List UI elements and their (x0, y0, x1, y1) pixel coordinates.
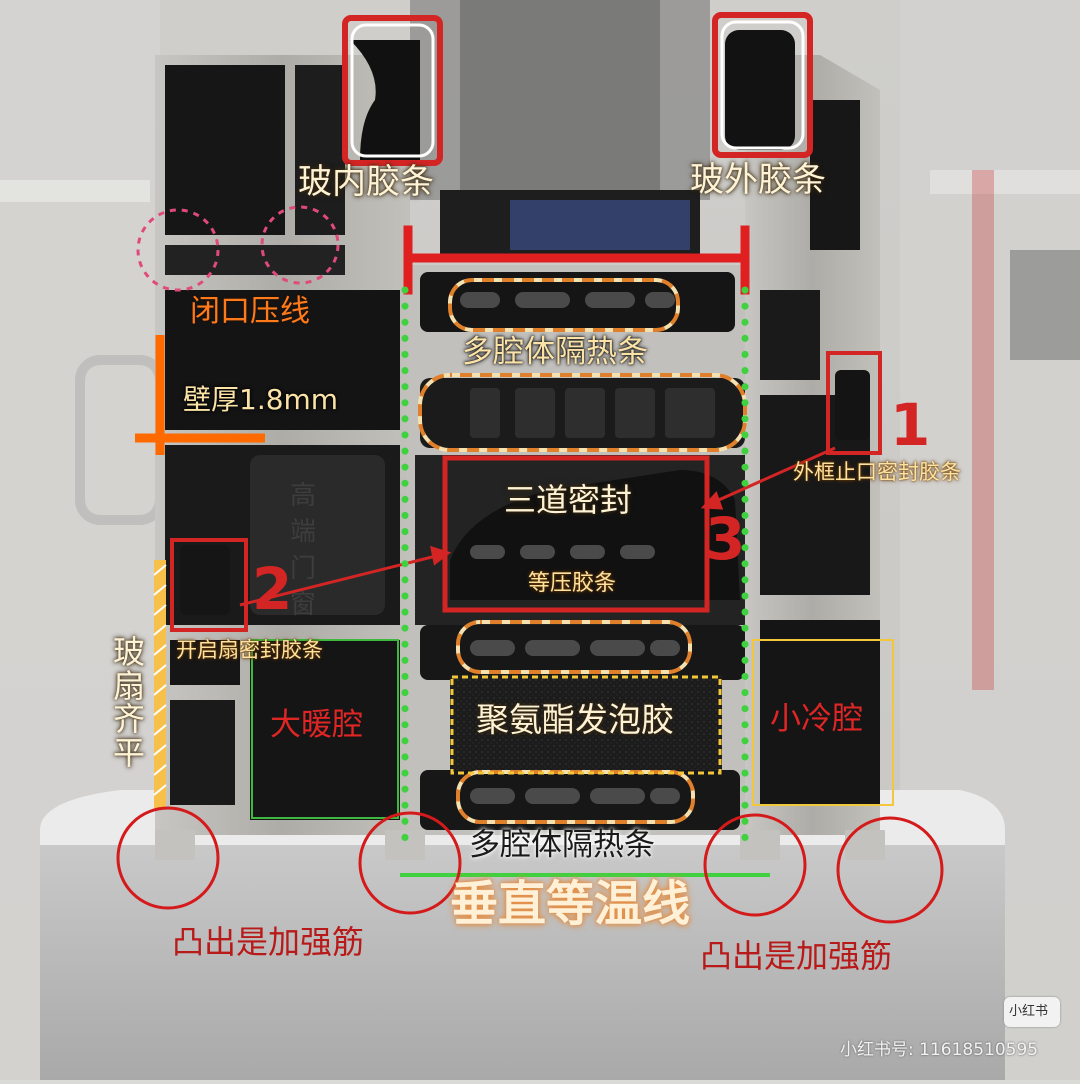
stamp-block (250, 455, 385, 615)
pu-foam-fill (450, 675, 722, 775)
glass-inner-seal-box (342, 15, 443, 166)
vertical-isotherm-label: 垂直等温线 (450, 876, 691, 932)
triple-seal-label: 三道密封 (504, 481, 633, 519)
small-cold-cavity-label: 小冷腔 (770, 701, 863, 737)
wall-thickness-label: 壁厚1.8mm (183, 383, 339, 416)
multi-cavity-strip-bottom-label: 多腔体隔热条 (469, 827, 655, 863)
rib-left-label: 凸出是加强筋 (172, 923, 365, 961)
pu-foam-label: 聚氨酯发泡胶 (476, 700, 674, 739)
badge-text: 小红书 (1009, 1004, 1049, 1019)
multi-cavity-strip-top-label: 多腔体隔热条 (462, 334, 648, 370)
glass-outer-seal-box (712, 12, 813, 158)
watermark-id: 小红书号: 11618510595 (840, 1040, 1039, 1060)
triple-seal-box (442, 455, 710, 613)
glass-inner-seal-label: 玻内胶条 (298, 162, 434, 202)
stamp-text: 高端门窗 (290, 481, 317, 621)
equal-pressure-strip-label: 等压胶条 (528, 571, 617, 596)
big-warm-cavity-label: 大暖腔 (270, 707, 363, 743)
glass-outer-seal-label: 玻外胶条 (690, 160, 826, 200)
marker-1: 1 (890, 391, 931, 459)
rib-right-label: 凸出是加强筋 (700, 937, 893, 975)
marker-2: 2 (252, 555, 293, 623)
closed-bead-label: 闭口压线 (190, 294, 310, 329)
marker-3: 3 (705, 505, 746, 573)
xiaohongshu-badge: 小红书 (1004, 997, 1060, 1027)
sash-seal-label: 开启扇密封胶条 (176, 638, 323, 662)
frame-stop-seal-label: 外框止口密封胶条 (793, 460, 961, 484)
glass-sash-flush-label: 玻扇齐平 (112, 633, 145, 772)
